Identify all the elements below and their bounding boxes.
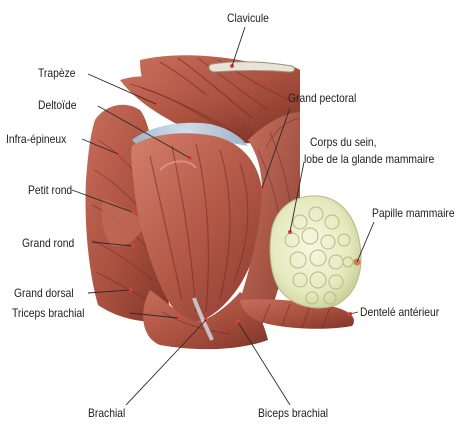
label-biceps-brachial: Biceps brachial	[258, 406, 328, 420]
label-deltoide: Deltoïde	[38, 98, 76, 112]
label-petit-rond: Petit rond	[28, 183, 72, 197]
label-triceps-brachial: Triceps brachial	[12, 306, 84, 320]
mammary-gland	[270, 196, 361, 308]
label-grand-pectoral: Grand pectoral	[288, 91, 356, 105]
label-brachial: Brachial	[88, 406, 125, 420]
label-grand-rond: Grand rond	[22, 236, 74, 250]
clavicle-bone	[209, 62, 295, 72]
label-clavicule: Clavicule	[227, 11, 269, 25]
label-corps-du-sein-line1: Corps du sein,	[310, 135, 377, 149]
label-papille-mammaire: Papille mammaire	[372, 206, 455, 220]
label-trapeze: Trapèze	[38, 66, 75, 80]
label-grand-dorsal: Grand dorsal	[14, 286, 74, 300]
label-infra-epineux: Infra-épineux	[6, 132, 66, 146]
label-dentele-anterieur: Dentelé antérieur	[360, 305, 439, 319]
label-corps-du-sein-line2: lobe de la glande mammaire	[304, 152, 434, 166]
